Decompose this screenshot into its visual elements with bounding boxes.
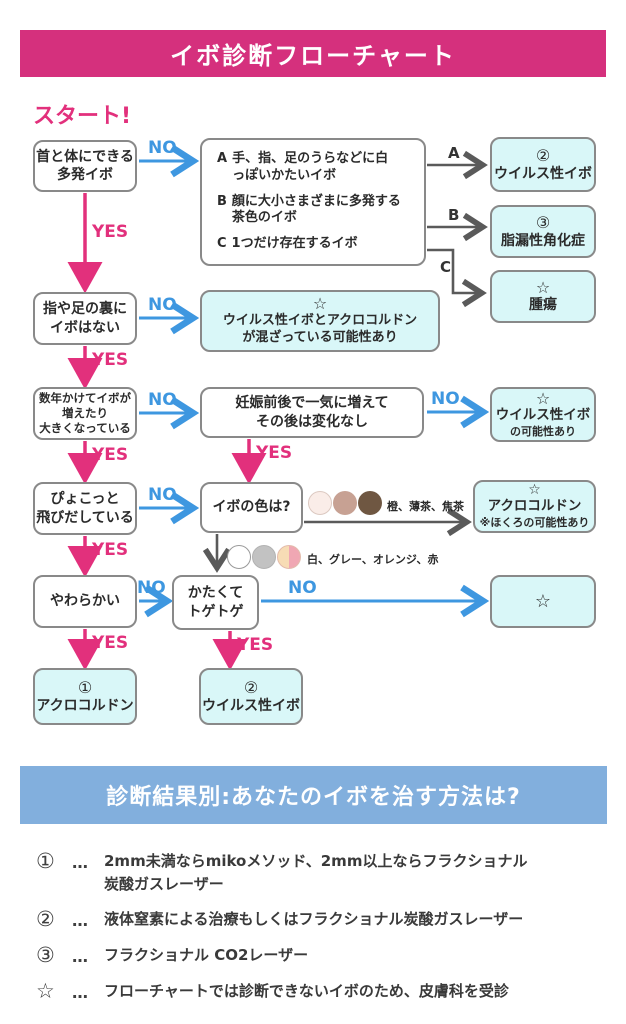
node-q1: 首と体にできる 多発イボ bbox=[33, 140, 137, 192]
swatch-light-label: 白、グレー、オレンジ、赤 bbox=[307, 553, 439, 566]
treatment-item-2: ② … 液体窒素による治療もしくはフラクショナル炭酸ガスレーザー bbox=[36, 907, 602, 931]
abc-letter-b: B bbox=[217, 193, 227, 209]
swatch-white bbox=[227, 545, 251, 569]
page-title: イボ診断フローチャート bbox=[20, 30, 606, 77]
ellipsis-icon: … bbox=[72, 947, 88, 967]
node-abc: A 手、指、足のうらなどに白 っぽいかたいイボ B 顔に大小さまざまに多発する … bbox=[200, 138, 426, 266]
node-virus-top: ② ウイルス性イボ bbox=[490, 137, 596, 192]
edge-no-label: NO bbox=[288, 578, 317, 598]
node-q4: ぴょこっと 飛びだしている bbox=[33, 482, 137, 535]
abc-item-c: C 1つだけ存在するイボ bbox=[217, 236, 358, 253]
result1-name: アクロコルドン bbox=[36, 698, 134, 714]
treatment-list: ① … 2mm未満ならmikoメソッド、2mm以上ならフラクショナル 炭酸ガスレ… bbox=[36, 849, 602, 1003]
node-star-only: ☆ bbox=[490, 575, 596, 628]
treatment-item-star: ☆ … フローチャートでは診断できないイボのため、皮膚科を受診 bbox=[36, 980, 602, 1003]
result2-name: ウイルス性イボ bbox=[202, 698, 300, 714]
virus-top-name: ウイルス性イボ bbox=[494, 166, 592, 182]
acro-maybe-name: アクロコルドン bbox=[487, 498, 582, 515]
treatment-marker-3: ③ bbox=[36, 943, 55, 968]
node-mix-result: ☆ ウイルス性イボとアクロコルドン が混ざっている可能性あり bbox=[200, 290, 440, 352]
treatment-item-3: ③ … フラクショナル CO2レーザー bbox=[36, 943, 602, 968]
treatment-text-3: フラクショナル CO2レーザー bbox=[104, 946, 309, 965]
result1-number: ① bbox=[77, 677, 93, 697]
treatment-text-2: 液体窒素による治療もしくはフラクショナル炭酸ガスレーザー bbox=[104, 910, 524, 928]
abc-text-a: 手、指、足のうらなどに白 っぽいかたいイボ bbox=[232, 150, 389, 183]
star-icon: ☆ bbox=[535, 388, 551, 408]
edge-no-label: NO bbox=[137, 578, 166, 598]
virus-maybe-sub: の可能性あり bbox=[510, 424, 576, 438]
swatch-gray bbox=[252, 545, 276, 569]
swatch-orange-red bbox=[277, 545, 301, 569]
edge-yes-label: YES bbox=[237, 635, 274, 655]
node-pregnancy: 妊娠前後で一気に増えて その後は変化なし bbox=[200, 387, 424, 438]
star-icon: ☆ bbox=[528, 481, 541, 498]
node-hard-spiky: かたくて トゲトゲ bbox=[172, 575, 259, 630]
treatment-marker-1: ① bbox=[36, 849, 55, 873]
start-label: スタート! bbox=[33, 104, 132, 129]
edge-yes-label: YES bbox=[92, 633, 129, 653]
acro-maybe-sub: ※ほくろの可能性あり bbox=[479, 515, 590, 529]
treatment-text-1: 2mm未満ならmikoメソッド、2mm以上ならフラクショナル 炭酸ガスレーザー bbox=[104, 852, 528, 893]
edge-b-label: B bbox=[448, 206, 460, 224]
node-q3: 数年かけてイボが 増えたり 大きくなっている bbox=[33, 387, 137, 440]
abc-text-b: 顔に大小さまざまに多発する 茶色のイボ bbox=[231, 193, 401, 226]
virus-top-number: ② bbox=[535, 145, 551, 165]
edge-yes-label: YES bbox=[92, 540, 129, 560]
node-q2: 指や足の裏に イボはない bbox=[33, 292, 137, 345]
treatment-item-1: ① … 2mm未満ならmikoメソッド、2mm以上ならフラクショナル 炭酸ガスレ… bbox=[36, 849, 602, 895]
ellipsis-icon: … bbox=[72, 983, 88, 1003]
node-tumor: ☆ 腫瘍 bbox=[490, 270, 596, 323]
abc-text-c: 1つだけ存在するイボ bbox=[231, 236, 358, 252]
treatment-marker-2: ② bbox=[36, 907, 55, 931]
ellipsis-icon: … bbox=[72, 911, 88, 930]
ellipsis-icon: … bbox=[72, 853, 88, 872]
abc-letter-a: A bbox=[217, 150, 228, 166]
mix-text: ウイルス性イボとアクロコルドン が混ざっている可能性あり bbox=[222, 312, 418, 345]
star-icon: ☆ bbox=[312, 294, 328, 314]
node-virus-maybe: ☆ ウイルス性イボ の可能性あり bbox=[490, 387, 596, 442]
edge-no-label: NO bbox=[148, 295, 177, 315]
swatch-brown-label: 橙、薄茶、焦茶 bbox=[387, 500, 464, 513]
swatch-light-brown bbox=[333, 491, 357, 515]
treatment-heading: 診断結果別:あなたのイボを治す方法は? bbox=[20, 766, 607, 824]
virus-maybe-name: ウイルス性イボ bbox=[495, 407, 591, 424]
edge-no-label: NO bbox=[431, 389, 460, 409]
edge-c-label: C bbox=[440, 258, 452, 276]
node-acrochordon-maybe: ☆ アクロコルドン ※ほくろの可能性あり bbox=[473, 480, 596, 533]
edge-no-label: NO bbox=[148, 390, 177, 410]
node-color-question: イボの色は? bbox=[200, 482, 303, 533]
node-result1: ① アクロコルドン bbox=[33, 668, 137, 725]
result2-number: ② bbox=[243, 677, 259, 697]
abc-item-b: B 顔に大小さまざまに多発する 茶色のイボ bbox=[217, 194, 401, 228]
star-icon: ☆ bbox=[535, 277, 551, 297]
abc-item-a: A 手、指、足のうらなどに白 っぽいかたいイボ bbox=[217, 151, 388, 185]
node-result2: ② ウイルス性イボ bbox=[199, 668, 303, 725]
abc-letter-c: C bbox=[217, 236, 227, 252]
seborrheic-number: ③ bbox=[535, 212, 551, 232]
treatment-marker-star: ☆ bbox=[36, 979, 55, 1004]
node-seborrheic: ③ 脂漏性角化症 bbox=[490, 205, 596, 258]
swatch-pale-orange bbox=[308, 491, 332, 515]
edge-no-label: NO bbox=[148, 485, 177, 505]
node-q5: やわらかい bbox=[33, 575, 137, 628]
edge-a-label: A bbox=[448, 144, 460, 162]
tumor-name: 腫瘍 bbox=[529, 297, 557, 314]
edge-no-label: NO bbox=[148, 138, 177, 158]
edge-yes-label: YES bbox=[92, 222, 129, 242]
edge-yes-label: YES bbox=[92, 445, 129, 465]
seborrheic-name: 脂漏性角化症 bbox=[501, 233, 585, 249]
swatch-dark-brown bbox=[358, 491, 382, 515]
edge-yes-label: YES bbox=[92, 350, 129, 370]
edge-yes-label: YES bbox=[256, 443, 293, 463]
treatment-text-star: フローチャートでは診断できないイボのため、皮膚科を受診 bbox=[104, 982, 509, 1001]
